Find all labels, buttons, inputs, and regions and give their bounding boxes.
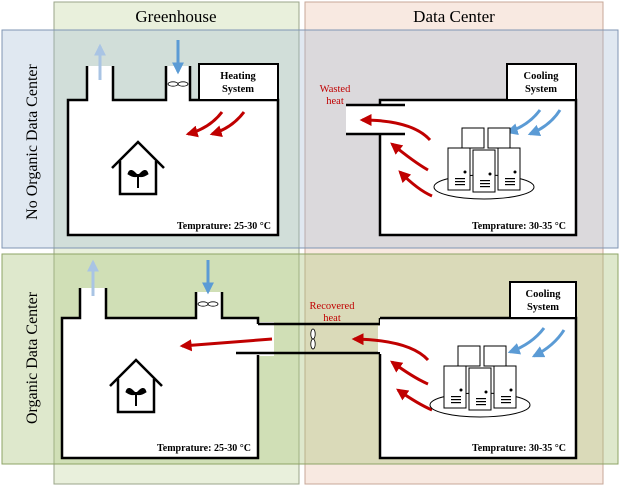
- house-icon: [109, 358, 163, 414]
- heat-arrow-icon: [390, 360, 429, 386]
- top-greenhouse-box: Heating System Temprature: 25-30 °C: [66, 40, 280, 237]
- heat-arrow-icon-2: [396, 388, 433, 412]
- heating-system-label-2: System: [222, 84, 254, 95]
- cool-air-arrow-icon: [505, 109, 542, 135]
- top-cooling-system-label: Cooling: [523, 71, 559, 82]
- greenhouse-column-title: Greenhouse: [135, 7, 216, 26]
- no-organic-row-title: No Organic Data Center: [24, 64, 41, 220]
- server-rack-icon: [433, 127, 535, 200]
- heat-arrow-icon-2: [209, 111, 246, 137]
- top-greenhouse-temperature: Temprature: 25-30 °C: [177, 221, 271, 232]
- cool-air-arrow-icon-2: [531, 329, 566, 358]
- wasted-heat-label: Wasted: [320, 84, 351, 95]
- heat-arrow-icon: [390, 142, 429, 172]
- bottom-datacenter-temperature: Temprature: 30-35 °C: [472, 443, 566, 454]
- bottom-cooling-system-label-2: System: [527, 302, 559, 313]
- bottom-cooling-system-label: Cooling: [525, 289, 561, 300]
- recovered-heat-label: Recovered: [310, 301, 356, 312]
- house-icon: [111, 140, 165, 196]
- bottom-greenhouse-box: Temprature: 25-30 °C: [60, 259, 400, 460]
- bottom-cooling-system-box: [509, 281, 577, 319]
- top-datacenter-box: Cooling System Wasted heat Tempra: [320, 63, 578, 237]
- recovered-heat-inlet-arrow-icon: [179, 337, 273, 352]
- fan-icon: [167, 81, 189, 87]
- recovered-heat-outlet-arrow-icon: [351, 333, 430, 362]
- top-cooling-system-label-2: System: [525, 84, 557, 95]
- top-cooling-system-box: [506, 63, 577, 101]
- organic-row-title: Organic Data Center: [24, 291, 41, 424]
- heating-system-box: [198, 63, 279, 101]
- bottom-greenhouse-temperature: Temprature: 25-30 °C: [157, 443, 251, 454]
- wasted-heat-exhaust-arrow-icon: [359, 114, 432, 142]
- fan-icon: [197, 301, 219, 307]
- heating-system-label: Heating: [220, 71, 256, 82]
- wasted-heat-label-2: heat: [326, 96, 344, 107]
- heat-arrow-icon-2: [398, 170, 433, 198]
- top-datacenter-temperature: Temprature: 30-35 °C: [472, 221, 566, 232]
- cool-air-arrow-icon: [507, 327, 546, 355]
- heat-arrow-icon: [185, 111, 224, 138]
- cool-air-arrow-icon-2: [527, 109, 562, 137]
- server-rack-icon: [429, 345, 531, 418]
- bottom-datacenter-box: Cooling System Temprature: 30-35 °C: [351, 281, 578, 460]
- recovered-heat-label-2: heat: [323, 313, 341, 324]
- datacenter-column-title: Data Center: [413, 7, 495, 26]
- duct-fan-icon: [310, 328, 316, 350]
